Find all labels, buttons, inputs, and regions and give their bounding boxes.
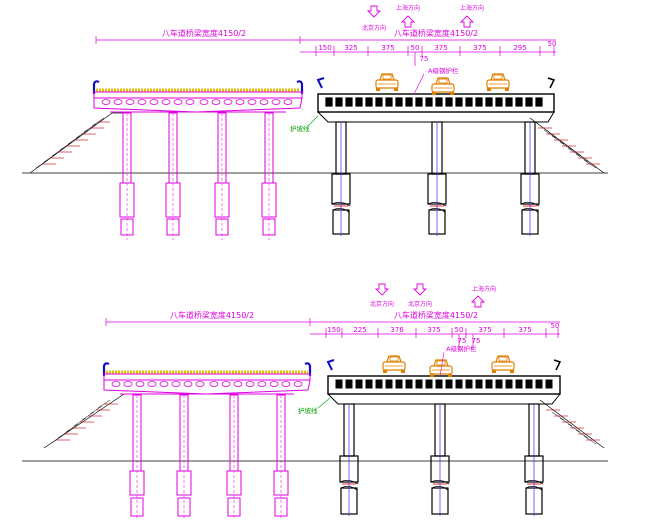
dim-text: 375 bbox=[434, 44, 447, 52]
dim-text: 375 bbox=[427, 326, 440, 334]
dim-text: 50 bbox=[411, 44, 420, 52]
dim-text: 376 bbox=[390, 326, 404, 334]
dim-text: 150 bbox=[318, 44, 331, 52]
right-piers bbox=[339, 403, 544, 516]
guardrail-right-deck-left-icon bbox=[316, 77, 325, 89]
vehicles bbox=[382, 355, 515, 378]
guardrail-right-deck-right-icon bbox=[553, 359, 562, 371]
left-width-label: 八车道桥梁宽度4150/2 bbox=[162, 28, 246, 38]
left-structure bbox=[92, 80, 304, 240]
slope-left bbox=[29, 112, 128, 174]
slope-line-label: 护坡线 bbox=[298, 406, 318, 415]
direction-label: 上海方向 bbox=[396, 4, 420, 12]
dim-text: 375 bbox=[478, 326, 491, 334]
direction-label: 上海方向 bbox=[472, 285, 496, 293]
arrow-down-icon bbox=[413, 283, 427, 296]
panel-bottom: 北京方向 北京方向 上海方向 八车道桥梁宽度4150/2 八车道桥梁宽度4150… bbox=[22, 283, 608, 518]
left-width-label: 八车道桥梁宽度4150/2 bbox=[170, 310, 254, 320]
car-icon bbox=[491, 355, 515, 374]
right-dimension-line bbox=[300, 39, 556, 66]
slope-right bbox=[529, 117, 605, 174]
car-icon bbox=[431, 77, 455, 96]
dim-text: 50 bbox=[548, 40, 557, 48]
right-structure bbox=[316, 77, 556, 236]
dim-text: 295 bbox=[513, 44, 526, 52]
panel-top: 北京方向 上海方向 上海方向 八车道桥梁宽度4150/2 八车道桥梁宽度4150… bbox=[22, 4, 608, 240]
vehicles bbox=[375, 73, 510, 96]
dim-text: 75 bbox=[458, 337, 467, 345]
direction-label: 北京方向 bbox=[370, 300, 394, 308]
right-dimension-line bbox=[310, 321, 560, 350]
right-width-label: 八车道桥梁宽度4150/2 bbox=[394, 28, 478, 38]
dim-text: 50 bbox=[455, 326, 464, 334]
arrow-up-icon bbox=[460, 15, 474, 28]
right-width-label: 八车道桥梁宽度4150/2 bbox=[394, 310, 478, 320]
car-icon bbox=[375, 73, 399, 92]
slope-right bbox=[539, 399, 605, 449]
car-icon bbox=[382, 355, 406, 374]
car-icon bbox=[486, 73, 510, 92]
dim-text: 225 bbox=[353, 326, 366, 334]
dim-text: 375 bbox=[518, 326, 531, 334]
arrow-down-icon bbox=[375, 283, 389, 296]
dim-text: 375 bbox=[381, 44, 394, 52]
slope-line-label: 护坡线 bbox=[290, 124, 310, 133]
left-piers bbox=[119, 112, 277, 240]
guardrail-left-icon bbox=[92, 80, 100, 94]
direction-arrows bbox=[367, 5, 474, 28]
right-structure bbox=[326, 359, 562, 516]
guardrail-label: A级钢护栏 bbox=[428, 66, 459, 75]
dim-text: 50 bbox=[551, 322, 560, 330]
direction-label: 上海方向 bbox=[460, 4, 484, 12]
dim-text: 150 bbox=[327, 326, 340, 334]
arrow-up-icon bbox=[471, 295, 485, 308]
arrow-down-icon bbox=[367, 5, 381, 18]
direction-label: 北京方向 bbox=[408, 300, 432, 308]
dim-text: 75 bbox=[420, 55, 429, 63]
left-piers bbox=[129, 394, 289, 518]
guardrail-label: A级钢护栏 bbox=[446, 344, 477, 353]
guardrail-left-icon bbox=[102, 362, 110, 376]
guardrail-right-icon bbox=[304, 362, 312, 376]
left-structure bbox=[102, 362, 312, 518]
direction-label: 北京方向 bbox=[362, 24, 386, 32]
dim-text: 75 bbox=[472, 337, 481, 345]
right-piers bbox=[331, 121, 540, 236]
guardrail-right-icon bbox=[296, 80, 304, 94]
dim-text: 375 bbox=[473, 44, 486, 52]
dim-text: 325 bbox=[344, 44, 357, 52]
arrow-up-icon bbox=[401, 15, 415, 28]
guardrail-right-deck-left-icon bbox=[326, 359, 335, 371]
slope-left bbox=[43, 393, 140, 449]
guardrail-right-deck-right-icon bbox=[547, 77, 556, 89]
